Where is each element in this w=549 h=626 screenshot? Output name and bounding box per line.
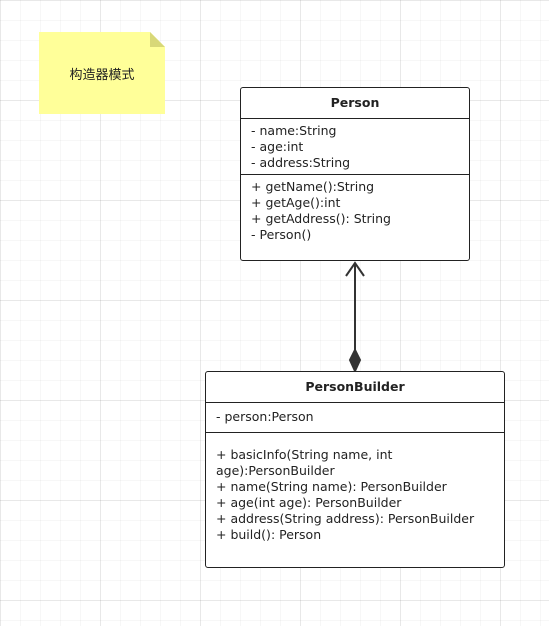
note-shape[interactable]: 构造器模式 <box>39 32 165 114</box>
class-name: PersonBuilder <box>206 372 504 403</box>
operation: + basicInfo(String name, int age):Person… <box>216 447 393 478</box>
class-person[interactable]: Person - name:String - age:int - address… <box>240 87 470 261</box>
open-arrow-icon <box>345 261 365 277</box>
note-text: 构造器模式 <box>69 67 135 83</box>
class-attributes: - person:Person <box>206 403 504 433</box>
operation: + getAge():int <box>251 195 341 210</box>
attribute: - person:Person <box>216 409 314 424</box>
operation: + getName():String <box>251 179 375 194</box>
operation: + name(String name): PersonBuilder <box>216 479 447 494</box>
attribute: - name:String <box>251 123 337 138</box>
class-attributes: - name:String - age:int - address:String <box>241 119 469 175</box>
class-operations: + getName():String + getAge():int + getA… <box>241 175 469 247</box>
class-operations: + basicInfo(String name, int age):Person… <box>206 433 504 547</box>
operation: + getAddress(): String <box>251 211 391 226</box>
operation: + build(): Person <box>216 527 322 542</box>
operation: + address(String address): PersonBuilder <box>216 511 475 526</box>
composition-connector[interactable] <box>345 261 365 374</box>
diamond-icon <box>348 347 362 374</box>
attribute: - age:int <box>251 139 304 154</box>
class-personbuilder[interactable]: PersonBuilder - person:Person + basicInf… <box>205 371 505 568</box>
operation: - Person() <box>251 227 312 242</box>
attribute: - address:String <box>251 155 351 170</box>
operation: + age(int age): PersonBuilder <box>216 495 402 510</box>
class-name: Person <box>241 88 469 119</box>
note-fold-corner <box>150 32 165 47</box>
